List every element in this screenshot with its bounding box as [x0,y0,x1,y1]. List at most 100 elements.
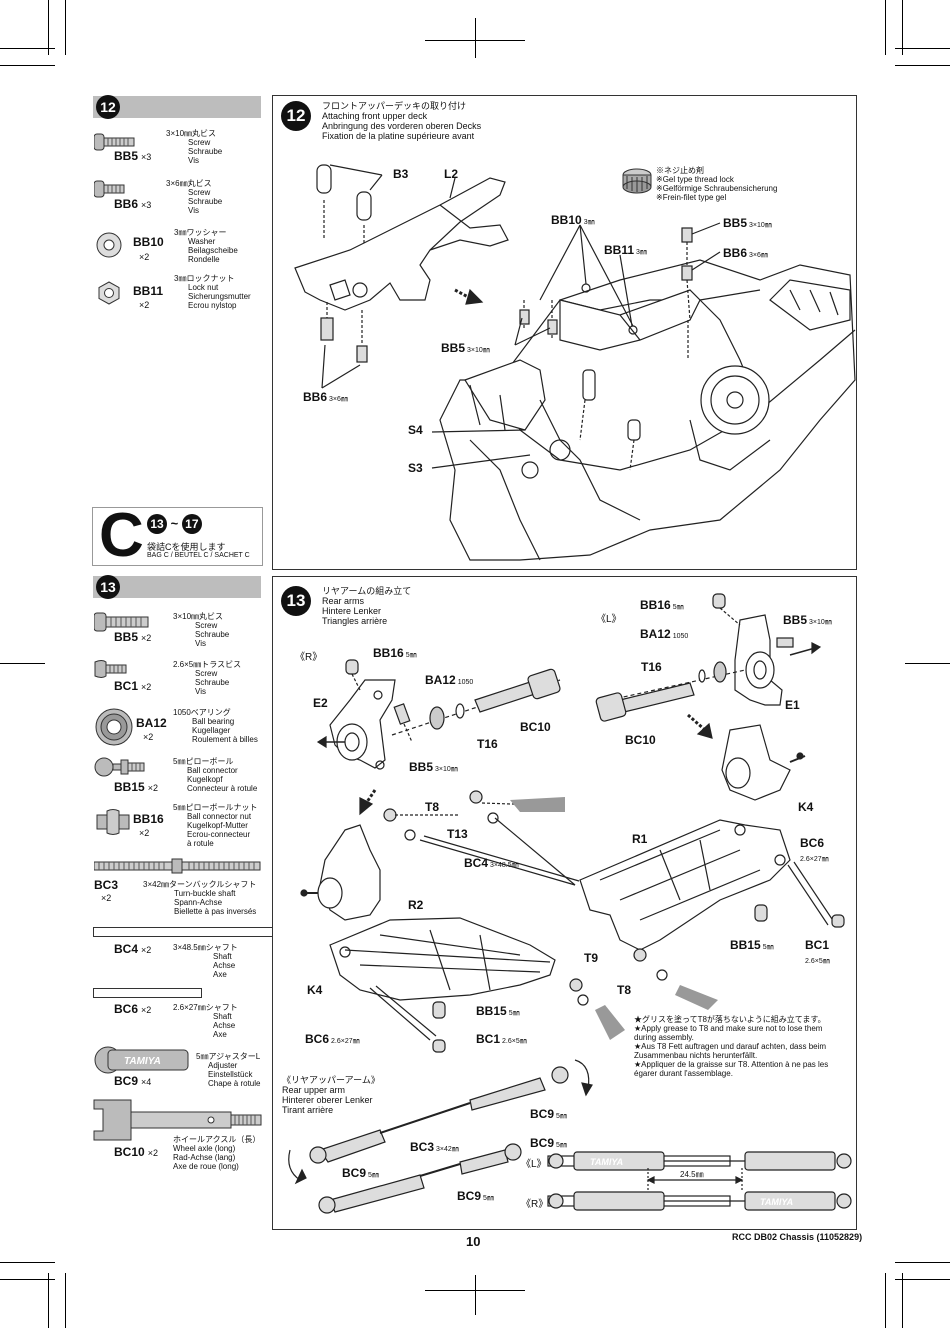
crop-mark [895,1279,950,1280]
lock-nut-icon [98,281,120,305]
label-dimension: 24.5㎜ [680,1170,704,1179]
step-12-number-badge: 12 [96,95,120,119]
label-l-side: 《L》 [596,614,622,625]
ball-bearing-icon [95,708,133,746]
bag-letter: C [99,501,144,570]
crop-mark [0,48,55,49]
crop-mark [885,1273,886,1328]
label-l2: L2 [444,167,459,181]
label-k4-r: K4 [307,983,323,997]
screw-icon [94,180,125,198]
part-code: BB11 [133,284,164,298]
crop-mark [65,0,66,55]
label-bc10: BC10 [520,720,551,734]
label-r1: R1 [632,832,648,846]
part-code: BB10 [133,235,164,249]
footer-reference: RCC DB02 Chassis (11052829) [732,1232,863,1242]
crop-mark [0,1262,55,1263]
crop-mark [48,1273,49,1328]
rear-upper-arm-title: 《リヤアッパーアーム》 Rear upper arm Hinterer ober… [282,1075,380,1115]
wheel-axle-icon [93,1099,262,1141]
part-code: BC6×2 [114,1002,152,1016]
crop-mark [885,0,886,55]
label-r2: R2 [408,898,424,912]
label-ref-r: 《R》 [521,1199,549,1210]
step-12-title: フロントアッパーデッキの取り付け Attaching front upper d… [322,101,482,141]
turnbuckle-shaft-icon [94,858,261,874]
label-s3: S3 [408,461,423,475]
part-qty: ×2 [139,828,150,838]
crop-mark [902,1273,903,1328]
step-13-number-badge: 13 [96,575,120,599]
part-code: BB5×2 [114,630,152,644]
label-r-side: 《R》 [295,652,323,663]
label-t16-l: T16 [641,660,662,674]
part-code: BB5×3 [114,149,152,163]
label-t16: T16 [477,737,498,751]
svg-text:TAMIYA: TAMIYA [124,1056,161,1067]
part-code: BA12 [136,716,167,730]
label-b3: B3 [393,167,409,181]
part-code: BB16 [133,812,164,826]
ball-connector-nut-icon [96,809,130,835]
bag-jp: 袋詰Cを使用します [147,542,226,552]
part-qty: ×2 [139,300,150,310]
part-qty: ×2 [139,252,150,262]
label-t8-b: T8 [617,983,632,997]
shaft-icon [93,988,202,998]
part-code: BB6×3 [114,197,152,211]
part-code: BC10×2 [114,1145,158,1159]
crop-mark [895,65,950,66]
grease-note: ★グリスを塗ってT8が落ちないように組み立てます。 ★Apply grease … [634,1015,829,1078]
bag-range: 13 ~ 17 [147,514,202,534]
bag-c-panel: C 13 ~ 17 袋詰Cを使用します BAG C / BEUTEL C / S… [92,501,263,570]
part-qty: ×2 [143,732,154,742]
step-13-title: リヤアームの組み立て Rear arms Hintere Lenker Tria… [322,586,412,626]
label-k4: K4 [798,800,814,814]
crop-mark [0,663,45,664]
step-12-title-badge: 12 [281,101,311,131]
crop-mark [475,1275,476,1315]
washer-icon [96,232,122,258]
label-e1: E1 [785,698,800,712]
crop-mark [48,0,49,55]
part-code: BB15×2 [114,780,158,794]
crop-mark [0,1279,55,1280]
screw-icon [94,133,135,151]
screw-icon [94,612,149,632]
thread-lock-note: ※ネジ止め剤※Gel type thread lock※Gelförmige S… [656,166,778,202]
thread-lock-gel-icon [622,168,652,194]
crop-mark [65,1273,66,1328]
part-code: BC1×2 [114,679,152,693]
step-13-panel [272,576,857,1230]
